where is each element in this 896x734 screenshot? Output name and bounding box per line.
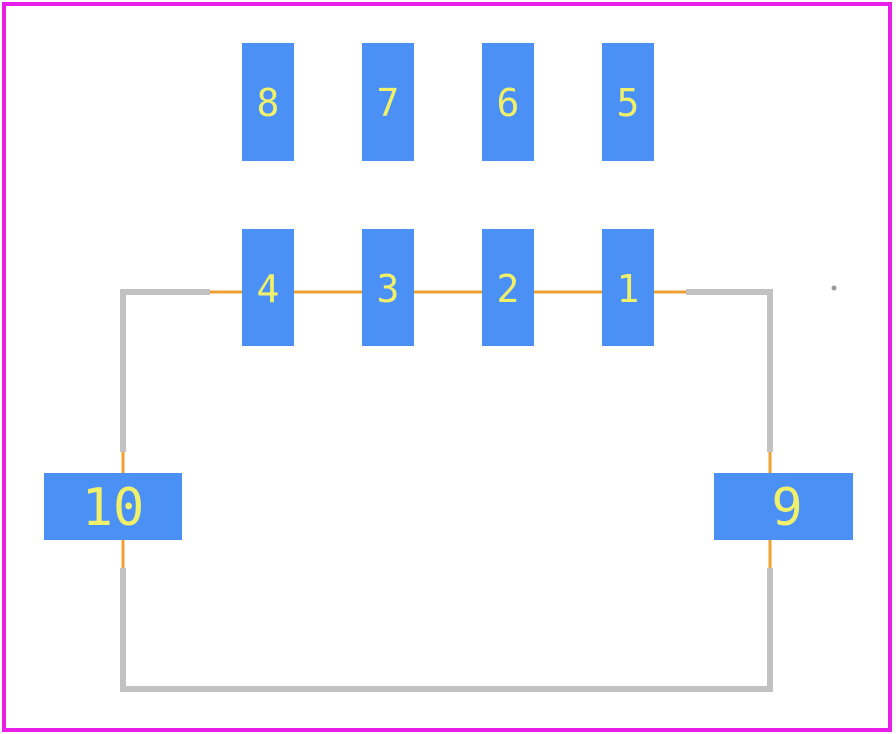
pad-8-label: 8	[257, 81, 280, 125]
pad-group: 8 7 6 5 4 3 2 1	[44, 43, 853, 540]
pad-8-copper	[242, 43, 294, 161]
pad-6-label: 6	[497, 81, 520, 125]
pad-10-copper	[44, 473, 182, 540]
pad-6-copper	[482, 43, 534, 161]
pad-7-copper	[362, 43, 414, 161]
silkscreen-outline	[120, 289, 773, 692]
pad-6: 6	[482, 43, 534, 161]
pad-10-label: 10	[82, 478, 145, 538]
pad-9-label: 9	[771, 478, 802, 538]
pad-3-copper	[362, 229, 414, 346]
silk-top-left	[120, 289, 210, 452]
pad-1: 1	[602, 229, 654, 346]
pad-5-copper	[602, 43, 654, 161]
pad-4: 4	[242, 229, 294, 346]
pad-2-copper	[482, 229, 534, 346]
pad-9: 9	[714, 473, 853, 540]
pad-2: 2	[482, 229, 534, 346]
pad-3-label: 3	[377, 267, 400, 311]
pad-7-label: 7	[377, 81, 400, 125]
pad-4-label: 4	[257, 267, 280, 311]
pad-10: 10	[44, 473, 182, 540]
pad-1-copper	[602, 229, 654, 346]
pad-5: 5	[602, 43, 654, 161]
silk-top-right	[686, 289, 773, 452]
pad-8: 8	[242, 43, 294, 161]
pad-9-copper	[714, 473, 853, 540]
pad-5-label: 5	[617, 81, 640, 125]
silk-bottom	[120, 568, 773, 692]
pad-7: 7	[362, 43, 414, 161]
fab-outline	[121, 290, 772, 568]
origin-marker-dot	[831, 285, 837, 291]
pad-4-copper	[242, 229, 294, 346]
pad-2-label: 2	[497, 267, 520, 311]
pad-1-label: 1	[617, 267, 640, 311]
pad-3: 3	[362, 229, 414, 346]
